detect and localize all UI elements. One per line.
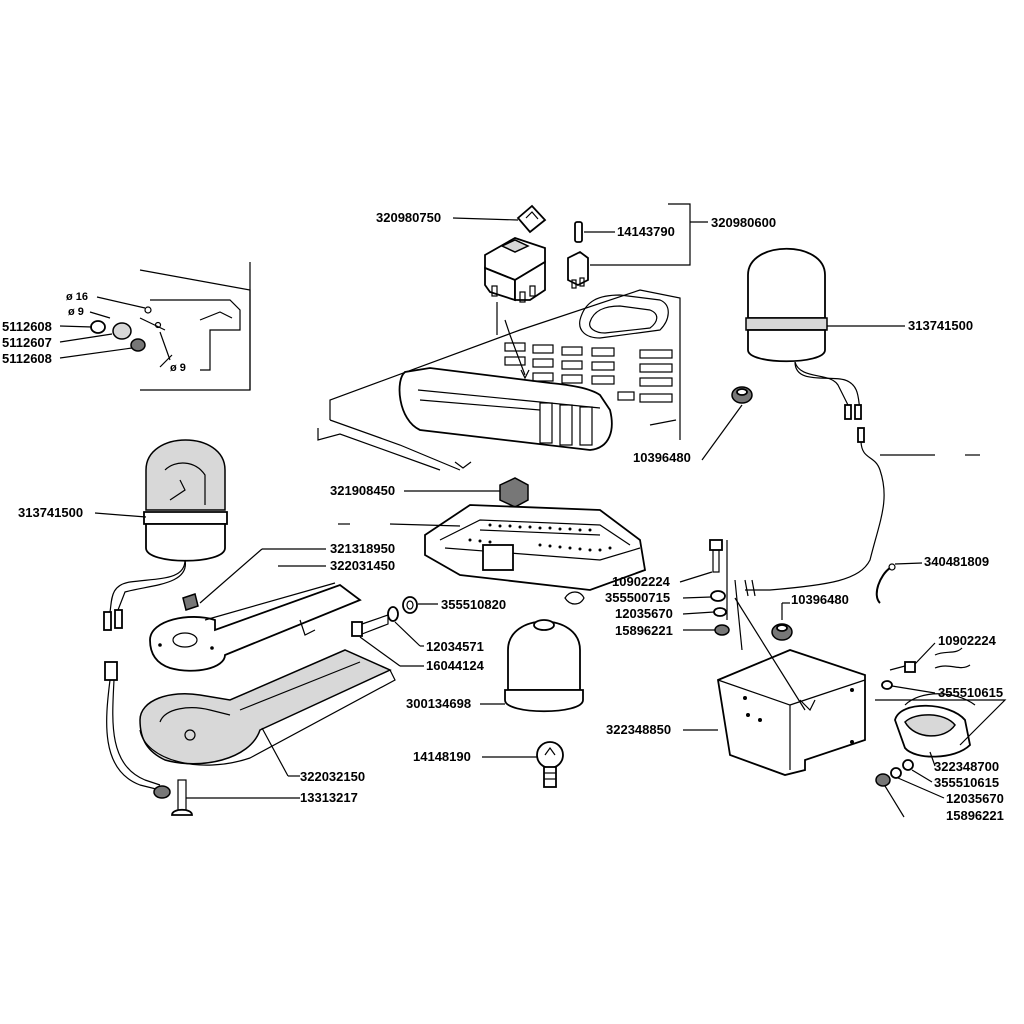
inset-detail [90,262,251,391]
label-321908450: 321908450 [330,483,395,498]
bolt-5112607-part [112,322,132,340]
label-dia9-bot: ø 9 [170,362,186,374]
bolt-5112608-top-part [90,320,106,334]
beacon-left-part [103,439,228,631]
label-300134698: 300134698 [406,696,471,711]
label-13313217: 13313217 [300,790,358,805]
grommet-10396480-mid-part [771,623,793,641]
label-313741500-left: 313741500 [18,505,83,520]
beacon-right-part [745,248,980,591]
label-321318950: 321318950 [330,541,395,556]
grommet-10396480-top-part [731,386,753,404]
cover-322031450-part [149,582,362,672]
control-board-part [424,504,647,605]
bolt-10902224-right-part [889,661,916,673]
bolt-10902224-mid-part [709,539,723,573]
label-10396480-mid: 10396480 [791,592,849,607]
label-322032150: 322032150 [300,769,365,784]
label-10902224-mid: 10902224 [612,574,671,589]
label-320980600: 320980600 [711,215,776,230]
clip-321318950-part [182,593,199,611]
label-355510615-bot: 355510615 [934,775,999,790]
label-dia16: ø 16 [66,291,88,303]
bolt-5112608-bot-part [130,338,146,352]
label-15896221-mid: 15896221 [615,623,673,638]
label-355510820: 355510820 [441,597,506,612]
label-dia9-top: ø 9 [68,306,84,318]
switch-cap-part [516,204,547,234]
clip-340481809-part [875,563,896,604]
label-12035670-mid: 12035670 [615,606,673,621]
base-322032150-part [139,649,396,766]
bolt-16044124-part [351,614,389,637]
label-5112607: 5112607 [2,335,52,350]
horn-322348700-part [894,693,976,758]
label-340481809: 340481809 [924,554,989,569]
bulb-14148190-part [536,741,564,788]
label-355500715: 355500715 [605,590,670,605]
washer-12035670-right-part [890,767,902,779]
screw-13313217-part [171,779,193,816]
label-313741500-right: 313741500 [908,318,973,333]
label-322031450: 322031450 [330,558,395,573]
washer-355500715-part [710,590,726,602]
label-322348850: 322348850 [606,722,671,737]
washer-355510615-bot-part [902,759,914,771]
label-10902224-right: 10902224 [938,633,997,648]
label-15896221-right: 15896221 [946,808,1004,823]
fuse-pin-part [574,221,583,243]
label-320980750: 320980750 [376,210,441,225]
label-322348700: 322348700 [934,759,999,774]
label-16044124: 16044124 [426,658,485,673]
label-5112608-top: 5112608 [2,319,52,334]
label-14143790: 14143790 [617,224,675,239]
nut-15896221-right-part [875,773,891,787]
connector-part [567,250,589,289]
washer-355510615-top-part [881,680,893,690]
label-12034571: 12034571 [426,639,484,654]
washer-12035670-mid-part [713,607,727,617]
label-10396480-top: 10396480 [633,450,691,465]
washer-355510820-part [402,596,418,614]
dome-300134698-part [504,619,584,713]
switch-assembly [484,237,546,380]
washer-12034571-part [387,606,399,622]
label-355510615-top: 355510615 [938,685,1003,700]
label-14148190: 14148190 [413,749,471,764]
nut-15896221-mid-part [714,624,730,636]
label-5112608-bot: 5112608 [2,351,52,366]
dashboard-panel [317,289,681,471]
bracket-322348850-part [716,649,866,776]
label-12035670-right: 12035670 [946,791,1004,806]
